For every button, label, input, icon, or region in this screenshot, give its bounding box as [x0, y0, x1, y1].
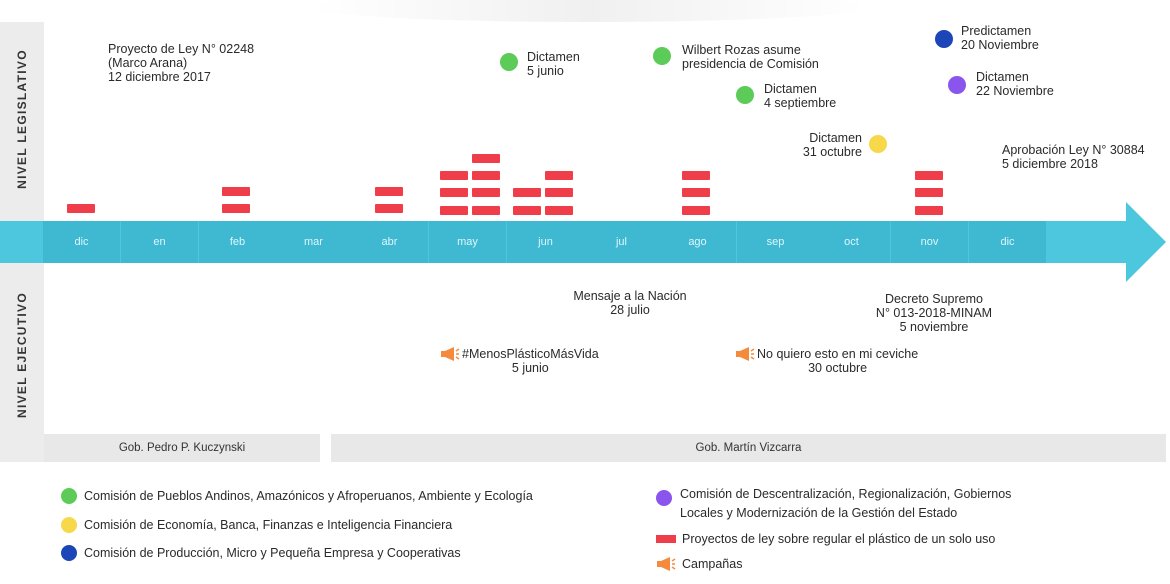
bill-marker: [222, 204, 250, 213]
timeline-arrow-icon: [1126, 202, 1166, 282]
event-predictamen-noviembre: Predictamen 20 Noviembre: [961, 24, 1039, 52]
legend-megaphone-icon: [657, 557, 676, 571]
megaphone-icon: [736, 347, 755, 361]
legend-blue-label: Comisión de Producción, Micro y Pequeña …: [84, 546, 461, 560]
legislative-level-label: NIVEL LEGISLATIVO: [15, 49, 29, 189]
yellow-commission-dot: [869, 135, 887, 153]
month-dic-2017: dic: [43, 221, 120, 263]
bill-marker: [440, 188, 468, 197]
event-campana-ceviche: No quiero esto en mi ceviche 30 octubre: [757, 347, 919, 375]
event-aprobacion-ley: Aprobación Ley N° 30884 5 diciembre 2018: [1002, 143, 1145, 171]
legend-yellow-dot: [61, 517, 77, 533]
legend-campaigns-label: Campañas: [682, 557, 743, 571]
legend-purple-dot: [656, 490, 672, 506]
month-feb: feb: [199, 221, 276, 263]
month-oct: oct: [813, 221, 890, 263]
month-jun: jun: [507, 221, 584, 263]
bill-marker: [472, 188, 500, 197]
event-dictamen-septiembre: Dictamen 4 septiembre: [764, 82, 837, 110]
event-proyecto-ley: Proyecto de Ley N° 02248 (Marco Arana) 1…: [108, 42, 255, 84]
bill-marker: [545, 171, 573, 180]
bill-marker: [440, 171, 468, 180]
bill-marker: [513, 206, 541, 215]
bill-marker: [375, 187, 403, 196]
bill-marker: [472, 206, 500, 215]
bill-marker: [915, 206, 943, 215]
event-decreto-supremo: Decreto Supremo N° 013-2018-MINAM 5 novi…: [875, 292, 993, 334]
month-dic-2018: dic: [969, 221, 1046, 263]
legend-bill-marker: [656, 535, 676, 543]
bill-marker: [513, 188, 541, 197]
bill-marker: [545, 188, 573, 197]
green-commission-dot: [736, 86, 754, 104]
megaphone-icon: [441, 347, 460, 361]
bill-marker: [545, 206, 573, 215]
bill-marker: [375, 204, 403, 213]
legend-bills-label: Proyectos de ley sobre regular el plásti…: [682, 532, 996, 546]
bill-marker: [682, 188, 710, 197]
event-mensaje-nacion: Mensaje a la Nación 28 julio: [573, 289, 687, 317]
month-ago: ago: [659, 221, 736, 263]
event-rozas-presidencia: Wilbert Rozas asume presidencia de Comis…: [682, 43, 819, 71]
bill-marker: [915, 171, 943, 180]
cropped-title-remnant: [310, 0, 870, 22]
legend-blue-dot: [61, 545, 77, 561]
event-campana-menos-plastico: #MenosPlásticoMásVida 5 junio: [462, 347, 599, 375]
legend-purple-label: Comisión de Descentralización, Regionali…: [680, 487, 1012, 520]
government-vizcarra-band: Gob. Martín Vizcarra: [331, 434, 1166, 462]
month-sep: sep: [737, 221, 814, 263]
month-en: en: [121, 221, 198, 263]
green-commission-dot: [500, 53, 518, 71]
green-commission-dot: [653, 47, 671, 65]
bill-marker: [682, 171, 710, 180]
month-may: may: [429, 221, 506, 263]
event-dictamen-octubre: Dictamen 31 octubre: [802, 131, 862, 159]
month-jul: jul: [583, 221, 660, 263]
legend-green-label: Comisión de Pueblos Andinos, Amazónicos …: [84, 489, 533, 503]
bill-marker: [915, 188, 943, 197]
event-dictamen-noviembre: Dictamen 22 Noviembre: [976, 70, 1054, 98]
bill-marker: [682, 206, 710, 215]
month-abr: abr: [351, 221, 428, 263]
bill-marker: [222, 187, 250, 196]
legend-green-dot: [61, 488, 77, 504]
month-mar: mar: [275, 221, 352, 263]
bill-marker: [472, 154, 500, 163]
month-nov: nov: [891, 221, 968, 263]
bill-marker: [67, 204, 95, 213]
blue-commission-dot: [935, 30, 953, 48]
legend-yellow-label: Comisión de Economía, Banca, Finanzas e …: [84, 518, 453, 532]
executive-level-label: NIVEL EJECUTIVO: [15, 292, 29, 418]
event-dictamen-junio: Dictamen 5 junio: [527, 50, 580, 78]
bill-marker: [472, 171, 500, 180]
government-kuczynski-band: Gob. Pedro P. Kuczynski: [44, 434, 320, 462]
purple-commission-dot: [948, 76, 966, 94]
bill-marker: [440, 206, 468, 215]
